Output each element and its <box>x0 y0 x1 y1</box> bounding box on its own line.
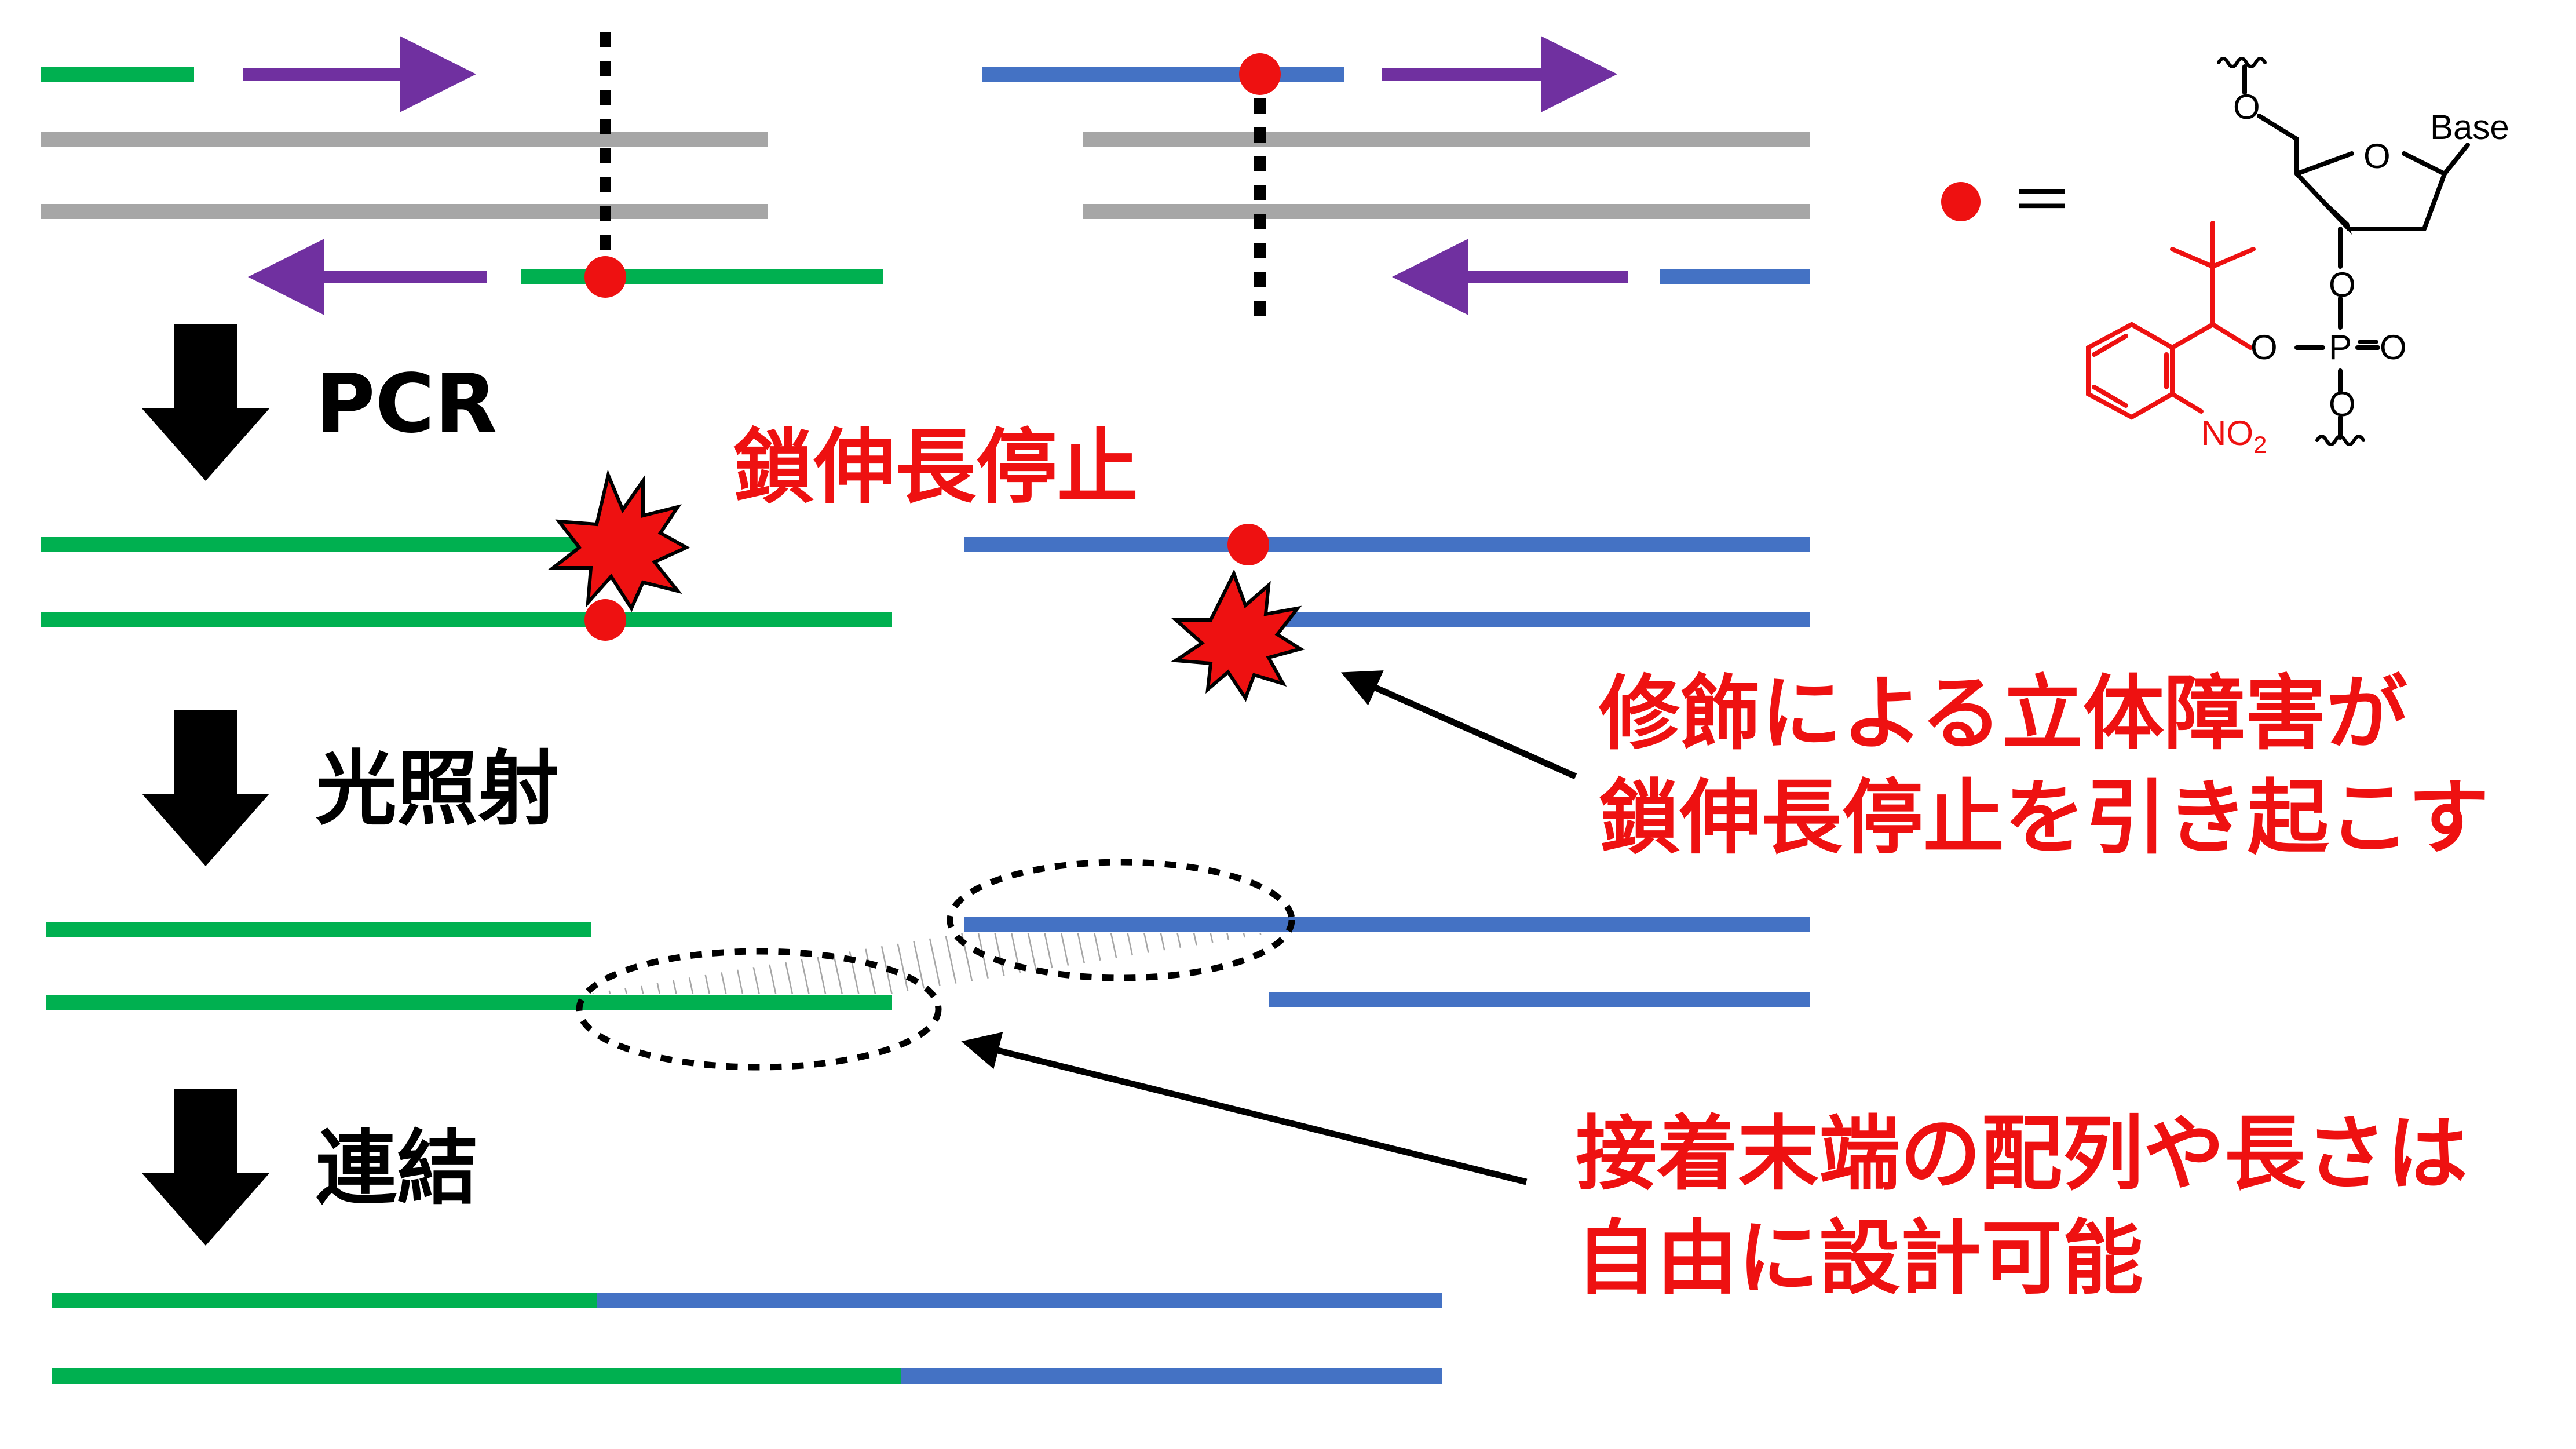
chain-stop-label: 鎖伸長停止 <box>733 421 1138 515</box>
atom-o-3prime: O <box>2329 265 2356 304</box>
steric-hindrance-line2: 鎖伸長停止を引き起こす <box>1599 771 2489 866</box>
legend: ＝ <box>1941 164 2074 238</box>
atom-p: P <box>2329 328 2352 367</box>
overhang-line1: 接着末端の配列や長さは <box>1576 1107 2468 1202</box>
pcr-product-right <box>964 524 1810 702</box>
atom-o-double: O <box>2380 328 2407 367</box>
left-template <box>41 32 883 315</box>
subscript-2: 2 <box>2253 431 2267 458</box>
red-bonds <box>2086 221 2256 420</box>
down-arrow-ligation <box>142 1089 269 1246</box>
modification-dot <box>584 256 626 298</box>
overhang-pairing-hatch <box>591 933 1274 994</box>
callout-arrow-overhang <box>961 1032 1528 1185</box>
atom-o-ester: O <box>2250 328 2278 367</box>
chemical-structure: O O Base O O P O O NO2 <box>2086 57 2509 458</box>
sticky-end-products <box>46 859 1810 1071</box>
wedge-bond <box>2297 174 2352 235</box>
modification-dot <box>584 599 626 641</box>
atom-no2: NO2 <box>2201 414 2267 458</box>
step-label-pcr: PCR <box>316 357 497 451</box>
modification-dot <box>1227 524 1269 565</box>
collision-burst <box>548 469 690 612</box>
overhang-line2: 自由に設計可能 <box>1576 1211 2143 1306</box>
atom-o-lower: O <box>2329 385 2356 424</box>
steric-hindrance-line1: 修飾による立体障害が <box>1599 667 2407 761</box>
modification-dot <box>1239 53 1281 95</box>
atom-base: Base <box>2430 108 2509 147</box>
legend-red-dot <box>1941 182 1981 221</box>
down-arrow-pcr <box>142 324 269 481</box>
down-arrow-light <box>142 710 269 866</box>
ligated-product <box>52 1293 1442 1384</box>
atom-o-ring: O <box>2363 137 2391 176</box>
atom-o-5prime: O <box>2233 87 2260 126</box>
right-template <box>982 36 1810 316</box>
step-label-light: 光照射 <box>316 742 559 837</box>
overhang-highlight-green <box>576 948 942 1071</box>
pcr-product-left <box>41 469 892 641</box>
legend-equals: ＝ <box>2010 164 2074 238</box>
overhang-highlight-blue <box>947 859 1295 981</box>
step-label-ligation: 連結 <box>316 1122 478 1216</box>
callout-arrow-steric <box>1340 670 1577 780</box>
wavy-bond-top <box>2217 57 2267 68</box>
collision-burst <box>1171 569 1305 702</box>
